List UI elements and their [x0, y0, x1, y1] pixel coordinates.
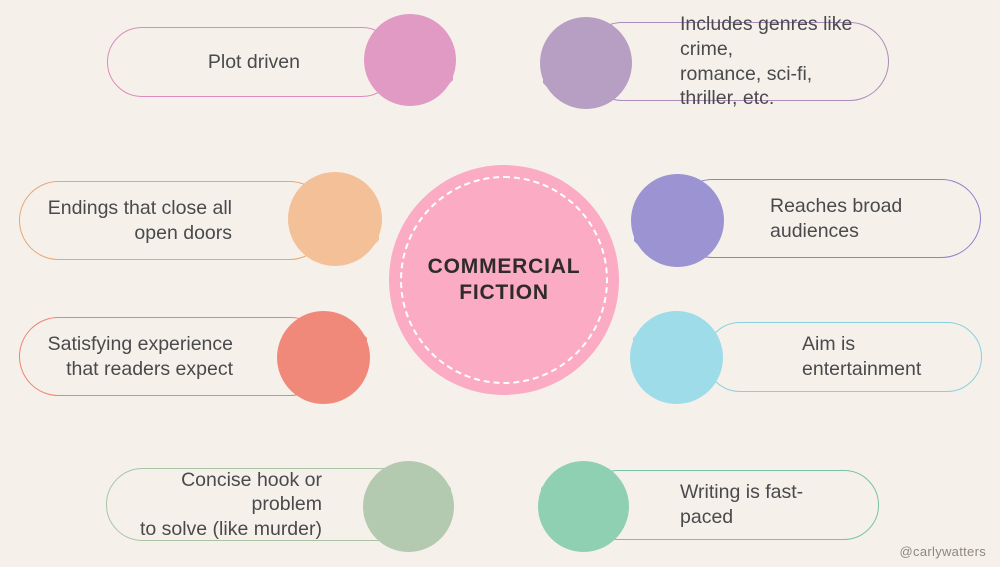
bubble-label-reaches-broad-audiences: Reaches broad audiences — [770, 194, 903, 242]
bubble-circle-satisfying-experience — [277, 311, 370, 404]
bubble-pill-includes-genres: Includes genres like crime, romance, sci… — [583, 13, 889, 109]
bubble-circle-plot-driven — [364, 14, 456, 106]
bubble-circle-includes-genres — [540, 17, 632, 109]
bubble-label-plot-driven: Plot driven — [207, 50, 300, 73]
bubble-circle-aim-entertainment — [630, 311, 723, 404]
bubble-circle-endings-close-doors — [288, 172, 382, 266]
bubble-circle-reaches-broad-audiences — [631, 174, 724, 267]
hub-dashed-ring — [400, 176, 608, 384]
bubble-circle-writing-fast-paced — [538, 461, 629, 552]
watermark-credit: @carlywatters — [899, 544, 986, 559]
bubble-label-satisfying-experience: Satisfying experience that readers expec… — [47, 332, 233, 380]
bubble-label-concise-hook: Concise hook or problem to solve (like m… — [139, 468, 322, 540]
bubble-label-aim-entertainment: Aim is entertainment — [802, 333, 922, 380]
bubble-pill-plot-driven: Plot driven — [107, 27, 397, 97]
bubble-circle-concise-hook — [363, 461, 454, 552]
hub-title: COMMERCIAL FICTION — [427, 255, 581, 304]
central-hub: COMMERCIAL FICTION — [389, 165, 619, 395]
bubble-label-includes-genres: Includes genres like crime, romance, sci… — [680, 13, 853, 110]
bubble-pill-writing-fast-paced: Writing is fast-paced — [583, 470, 879, 540]
bubble-label-endings-close-doors: Endings that close all open doors — [47, 196, 232, 244]
bubble-pill-aim-entertainment: Aim is entertainment — [705, 322, 982, 392]
bubble-label-writing-fast-paced: Writing is fast-paced — [680, 481, 804, 528]
bubble-pill-endings-close-doors: Endings that close all open doors — [19, 181, 329, 260]
